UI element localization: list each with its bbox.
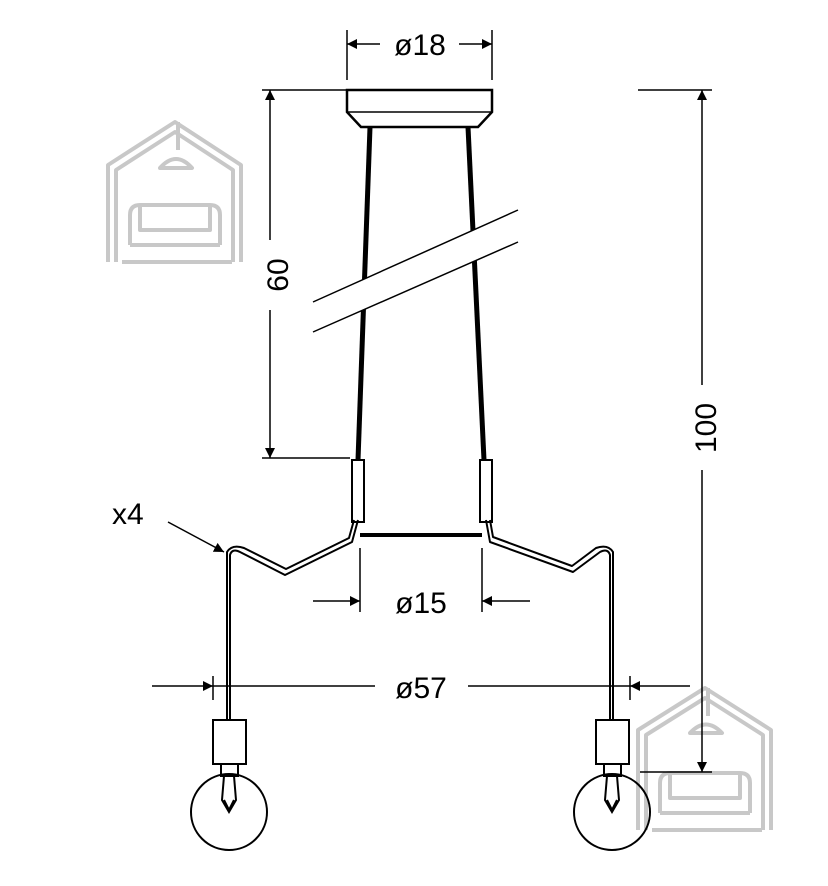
dimension-height-short bbox=[262, 89, 350, 459]
count-leader bbox=[167, 521, 225, 553]
watermark-house-icon-2 bbox=[636, 686, 773, 832]
break-marks bbox=[312, 209, 519, 333]
rod-sleeves bbox=[351, 459, 493, 523]
bulb-right bbox=[573, 773, 651, 851]
lamp-socket-right bbox=[595, 719, 630, 777]
label-height-total: 100 bbox=[690, 403, 723, 453]
ceiling-canopy bbox=[345, 88, 494, 129]
dimension-diameter-top bbox=[346, 30, 493, 80]
dimension-diameter-middle bbox=[313, 548, 530, 612]
dimension-diameter-total bbox=[152, 676, 690, 700]
label-diameter-middle: ø15 bbox=[395, 587, 447, 620]
label-diameter-top: ø18 bbox=[394, 29, 446, 62]
dimension-height-total bbox=[638, 89, 712, 773]
lamp-arms bbox=[226, 519, 614, 720]
label-height-short: 60 bbox=[262, 258, 295, 291]
label-diameter-total: ø57 bbox=[395, 672, 447, 705]
label-count: x4 bbox=[112, 498, 144, 531]
bulb-left bbox=[190, 773, 268, 851]
lamp-socket-left bbox=[212, 719, 247, 777]
watermark-house-icon bbox=[106, 120, 243, 264]
